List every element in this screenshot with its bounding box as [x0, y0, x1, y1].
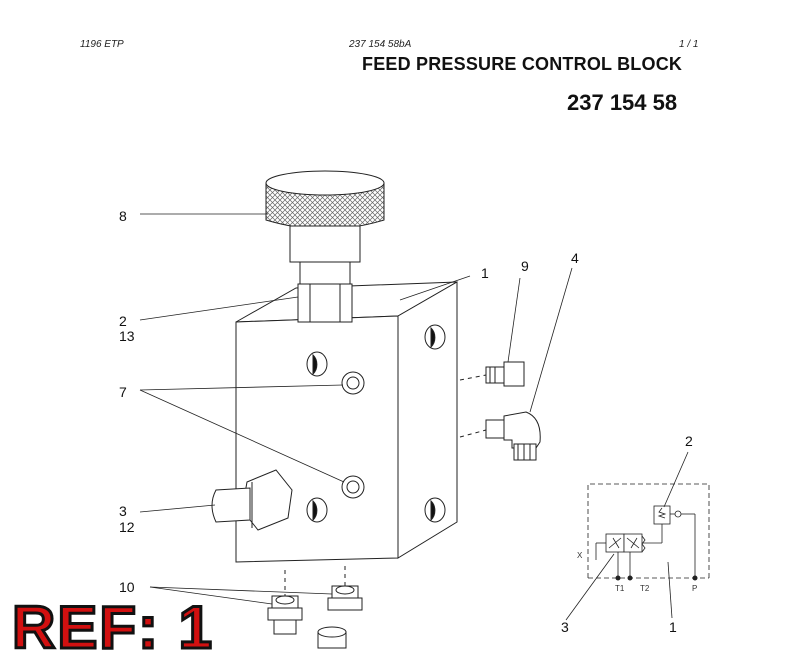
port-t2-label: T2	[640, 584, 650, 593]
callout-8: 8	[119, 208, 127, 224]
header-page-number: 1 / 1	[679, 39, 699, 50]
straight-fitting	[485, 361, 525, 387]
part-number: 237 154 58	[567, 90, 678, 115]
callout-13: 13	[119, 328, 135, 344]
page-title: FEED PRESSURE CONTROL BLOCK	[362, 54, 683, 74]
adjustment-knob	[265, 170, 385, 323]
hex-plug	[211, 469, 293, 531]
callout-10: 10	[119, 579, 135, 595]
callout-2: 2	[119, 313, 127, 329]
elbow-fitting	[485, 411, 541, 461]
schematic-ports	[615, 575, 698, 581]
hydraulic-schematic	[565, 451, 710, 621]
port-t1-label: T1	[615, 584, 625, 593]
callout-3: 3	[119, 503, 127, 519]
callout-7: 7	[119, 384, 127, 400]
header-document-number: 237 154 58bA	[349, 39, 412, 50]
callout-4: 4	[571, 250, 579, 266]
callout-1: 1	[481, 265, 489, 281]
schematic-callout-1: 1	[669, 619, 677, 635]
callout-12: 12	[119, 519, 135, 535]
port-x-label: X	[577, 551, 583, 560]
port-p-label: P	[692, 584, 697, 593]
port-holes	[306, 324, 446, 523]
reference-label: REF: 1	[10, 594, 215, 661]
schematic-callout-3: 3	[561, 619, 569, 635]
assembly-lines	[284, 374, 487, 596]
leader-lines	[139, 213, 573, 605]
callout-9: 9	[521, 258, 529, 274]
schematic-callout-2: 2	[685, 433, 693, 449]
header-left-code: 1196 ETP	[80, 39, 124, 50]
bottom-fittings	[267, 585, 363, 649]
callout-labels: 8 2 13 7 3 12 10 1 9 4	[119, 208, 579, 595]
